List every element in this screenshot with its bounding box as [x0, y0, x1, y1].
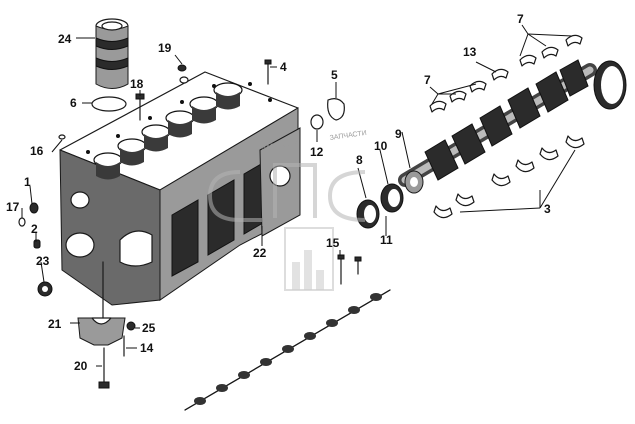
- callout-17: 17: [6, 200, 20, 214]
- bolts-15: [337, 254, 362, 285]
- callout-9: 9: [395, 127, 402, 141]
- callout-12: 12: [310, 145, 324, 159]
- callout-11: 11: [380, 233, 393, 247]
- callout-10: 10: [374, 139, 388, 153]
- bolt-4: [264, 59, 272, 85]
- callout-13: 13: [463, 45, 477, 59]
- crank-rear-seal: [593, 60, 627, 110]
- callout-23: 23: [36, 254, 50, 268]
- crankshaft: [398, 59, 597, 194]
- callout-8: 8: [356, 153, 363, 167]
- seal-12: [310, 114, 324, 130]
- cylinder-liner: [95, 18, 129, 89]
- callout-19: 19: [158, 41, 172, 55]
- liner-seal-ring: [91, 96, 127, 112]
- cap-bolt-20: [98, 347, 110, 389]
- callout-4: 4: [280, 60, 287, 74]
- dowel-25: [126, 321, 136, 331]
- callout-1: 1: [24, 175, 31, 189]
- cylinder-block: [59, 71, 301, 306]
- main-bearing-cap: [77, 261, 126, 346]
- dowel-pin-2: [33, 239, 41, 249]
- callout-22: 22: [253, 246, 267, 260]
- callout-20: 20: [74, 359, 88, 373]
- callout-18: 18: [130, 77, 144, 91]
- callout-7-mid: 7: [424, 73, 431, 87]
- callout-15: 15: [326, 236, 340, 250]
- callout-5: 5: [331, 68, 338, 82]
- leader-lines: [21, 24, 576, 367]
- camshaft: [184, 289, 391, 411]
- callout-6: 6: [70, 96, 77, 110]
- callout-7-top: 7: [517, 12, 524, 26]
- bolt-16: [58, 134, 66, 140]
- small-plug-17: [18, 217, 26, 227]
- callout-21: 21: [48, 317, 62, 331]
- svg-text:ЗАПЧАСТИ: ЗАПЧАСТИ: [329, 130, 367, 142]
- callout-16: 16: [30, 144, 44, 158]
- cover-plate-5: [327, 98, 345, 121]
- fitting-19: [177, 64, 189, 84]
- callout-24: 24: [58, 32, 72, 46]
- lower-bearing-shells: [433, 135, 585, 219]
- small-plug-1: [29, 202, 39, 214]
- callout-labels: 24 6 19 18 4 5 12 16 1 17 2 23 21 25 14 …: [6, 12, 551, 373]
- callout-3: 3: [544, 202, 551, 216]
- callout-2: 2: [31, 222, 38, 236]
- callout-14: 14: [140, 341, 154, 355]
- rear-seal-23: [37, 281, 53, 297]
- watermark-logo: ЗАПЧАСТИ ЗАПЧАСТИ: [207, 130, 367, 291]
- callout-25: 25: [142, 321, 156, 335]
